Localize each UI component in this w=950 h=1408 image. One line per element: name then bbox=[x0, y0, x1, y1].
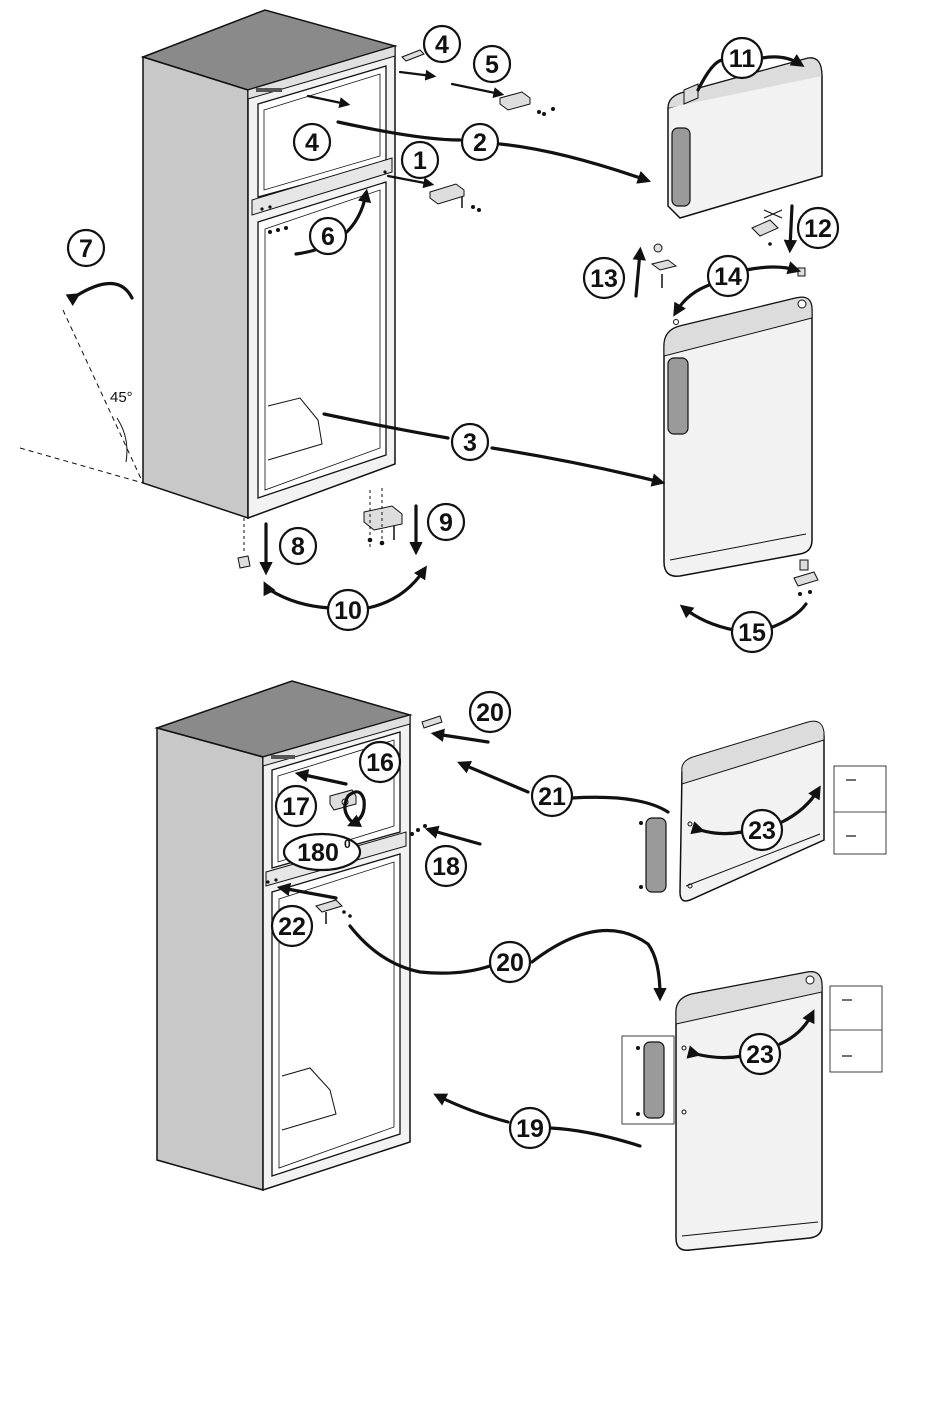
step-8-label: 8 bbox=[280, 528, 316, 564]
svg-text:18: 18 bbox=[432, 853, 460, 881]
step-13-label: 13 bbox=[584, 258, 624, 298]
freezer-door-top bbox=[668, 58, 822, 218]
step-2-label: 2 bbox=[462, 124, 498, 160]
svg-text:23: 23 bbox=[748, 817, 776, 845]
step-20-label: 20 bbox=[470, 692, 510, 732]
step-12-label: 12 bbox=[798, 208, 838, 248]
svg-text:14: 14 bbox=[714, 263, 742, 291]
svg-text:4: 4 bbox=[305, 129, 319, 157]
step-17-label: 17 bbox=[276, 786, 316, 826]
svg-text:1: 1 bbox=[413, 147, 427, 175]
svg-text:13: 13 bbox=[590, 265, 618, 293]
svg-text:19: 19 bbox=[516, 1115, 544, 1143]
svg-text:20: 20 bbox=[476, 699, 504, 727]
step-20-label-secondary: 20 bbox=[490, 942, 530, 982]
svg-text:2: 2 bbox=[473, 129, 487, 157]
svg-text:20: 20 bbox=[496, 949, 524, 977]
step-1-label: 1 bbox=[402, 142, 438, 178]
svg-text:12: 12 bbox=[804, 215, 832, 243]
step-23-label: 23 bbox=[742, 810, 782, 850]
svg-text:22: 22 bbox=[278, 913, 306, 941]
svg-text:8: 8 bbox=[291, 533, 305, 561]
svg-text:15: 15 bbox=[738, 619, 766, 647]
svg-text:21: 21 bbox=[538, 783, 566, 811]
step-9-label: 9 bbox=[428, 504, 464, 540]
svg-text:4: 4 bbox=[435, 31, 449, 59]
step-16-label: 16 bbox=[360, 742, 400, 782]
svg-text:16: 16 bbox=[366, 749, 394, 777]
step-21-label: 21 bbox=[532, 776, 572, 816]
svg-text:6: 6 bbox=[321, 223, 335, 251]
svg-text:11: 11 bbox=[729, 45, 756, 73]
svg-text:0: 0 bbox=[344, 837, 351, 851]
step-7-label: 7 bbox=[68, 230, 104, 266]
fridge-door-bottom bbox=[622, 972, 882, 1250]
svg-text:17: 17 bbox=[282, 793, 310, 821]
step-22-label: 22 bbox=[272, 906, 312, 946]
step-18-label: 18 bbox=[426, 846, 466, 886]
rotation-180-label: 180 0 bbox=[284, 834, 360, 870]
step-5-label: 5 bbox=[474, 46, 510, 82]
step-4-label: 4 bbox=[424, 26, 460, 62]
svg-text:3: 3 bbox=[463, 429, 477, 457]
svg-text:5: 5 bbox=[485, 51, 499, 79]
step-14-label: 14 bbox=[708, 256, 748, 296]
step-4-label-secondary: 4 bbox=[294, 124, 330, 160]
svg-text:10: 10 bbox=[334, 597, 362, 625]
svg-text:9: 9 bbox=[439, 509, 453, 537]
step-19-label: 19 bbox=[510, 1108, 550, 1148]
svg-text:23: 23 bbox=[746, 1041, 774, 1069]
step-3-label: 3 bbox=[452, 424, 488, 460]
svg-text:7: 7 bbox=[79, 235, 93, 263]
step-11-label: 11 bbox=[722, 38, 762, 78]
step-6-label: 6 bbox=[310, 218, 346, 254]
svg-text:180: 180 bbox=[297, 839, 339, 867]
step-15-label: 15 bbox=[732, 612, 772, 652]
step-10-label: 10 bbox=[328, 590, 368, 630]
tilt-angle-label: 45° bbox=[110, 389, 133, 406]
fridge-door-top bbox=[664, 297, 818, 596]
step-23-label-secondary: 23 bbox=[740, 1034, 780, 1074]
